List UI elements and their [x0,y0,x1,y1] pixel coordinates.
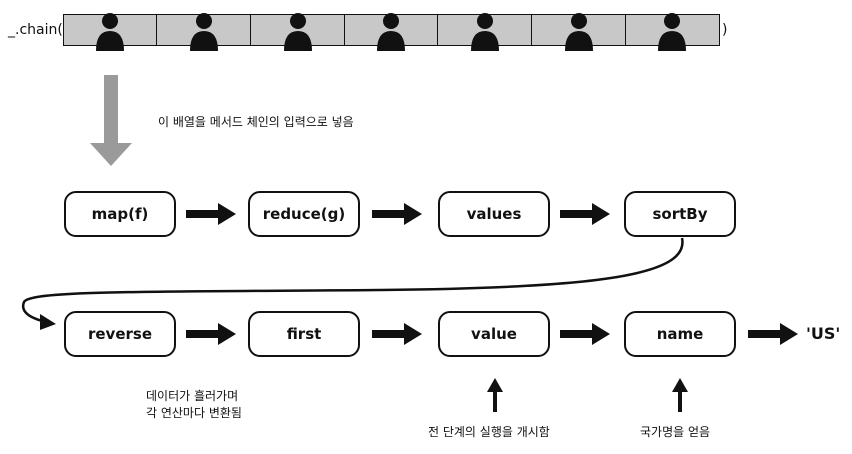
connector-curve [21,237,684,324]
node-sortby: sortBy [624,191,736,237]
up-arrow-icon [487,378,503,412]
connector-arrowhead [40,314,56,330]
chain-open-label: _.chain( [8,22,63,38]
array-cell [156,13,252,51]
node-first: first [248,311,360,357]
person-icon [377,13,406,51]
array-cell [531,13,627,51]
note-input: 이 배열을 메서드 체인의 입력으로 넣음 [158,115,354,129]
node-values: values [438,191,550,237]
down-arrow-icon [90,75,132,166]
array-cell [249,13,346,51]
person-icon [96,13,125,51]
person-icon [283,13,312,51]
right-arrow-icon [186,323,798,345]
up-arrow-icon [672,378,688,412]
node-reverse: reverse [64,311,176,357]
array-cell [62,13,158,51]
person-icon [470,13,499,51]
note-flow-line: 각 연산마다 변환됨 [146,406,242,420]
person-icon [189,13,218,51]
person-icon [564,13,593,51]
array-cell [437,13,533,51]
array-cell [343,13,439,51]
node-reduce: reduce(g) [248,191,360,237]
node-name: name [624,311,736,357]
node-map: map(f) [64,191,176,237]
array-cell [624,13,721,51]
result-label: 'US' [806,324,841,343]
input-array [62,13,721,51]
person-icon [658,13,687,51]
right-arrow-icon [186,203,610,225]
note-name: 국가명을 얻음 [640,425,711,439]
note-flow-line: 데이터가 흘러가며 [146,389,239,403]
chain-close-label: ) [722,22,728,38]
node-value: value [438,311,550,357]
note-flow: 데이터가 흘러가며 각 연산마다 변환됨 [146,388,242,422]
note-value: 전 단계의 실행을 개시함 [428,425,550,439]
